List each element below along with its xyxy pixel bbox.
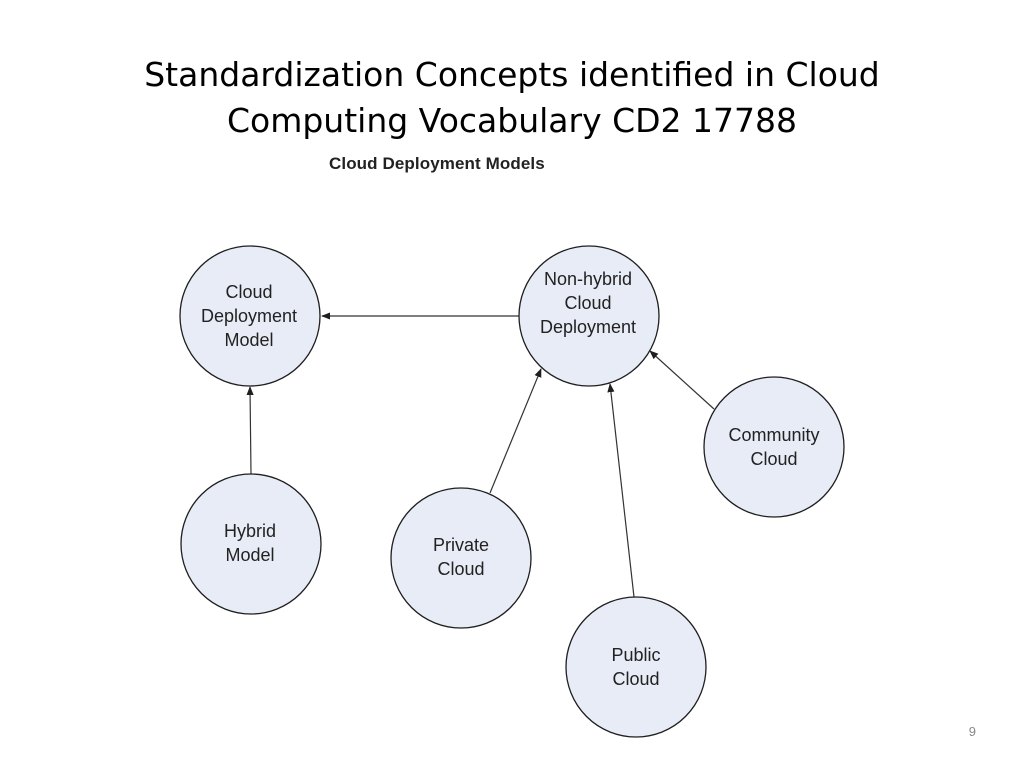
- edge-hybrid-to-cloud-deployment-model: [246, 386, 254, 475]
- slide-title: Standardization Concepts identified in C…: [112, 52, 912, 144]
- node-label-line: Cloud: [750, 449, 797, 469]
- node-non-hybrid-cloud-deployment: Non-hybrid Cloud Deployment: [518, 245, 660, 387]
- diagram-edges: [246, 312, 715, 598]
- node-label-line: Public: [611, 645, 660, 665]
- edge-community-to-nonhybrid: [649, 350, 715, 410]
- edge-public-to-nonhybrid: [607, 383, 635, 598]
- node-public-cloud-circle: [565, 596, 707, 738]
- diagram-heading: Cloud Deployment Models: [329, 154, 545, 173]
- node-private-cloud: Private Cloud: [390, 487, 532, 629]
- node-label-line: Cloud: [437, 559, 484, 579]
- node-label-line: Cloud: [564, 293, 611, 313]
- node-label-line: Hybrid: [224, 521, 276, 541]
- node-label-line: Model: [225, 545, 274, 565]
- node-label-line: Private: [433, 535, 489, 555]
- node-non-hybrid-cloud-deployment-circle: [518, 245, 660, 387]
- node-label-line: Deployment: [540, 317, 636, 337]
- node-cloud-deployment-model-circle: [179, 245, 321, 387]
- node-hybrid-model-circle: [180, 473, 322, 615]
- edge-private-to-nonhybrid: [489, 368, 542, 494]
- page-number: 9: [968, 724, 976, 739]
- node-community-cloud: Community Cloud: [703, 376, 845, 518]
- node-label-line: Deployment: [201, 306, 297, 326]
- node-label-line: Non-hybrid: [544, 269, 632, 289]
- slide-title-line-2: Computing Vocabulary CD2 17788: [226, 101, 798, 140]
- node-cloud-deployment-model: Cloud Deployment Model: [179, 245, 321, 387]
- node-label-line: Community: [728, 425, 819, 445]
- node-private-cloud-circle: [390, 487, 532, 629]
- node-label-line: Model: [224, 330, 273, 350]
- node-hybrid-model: Hybrid Model: [180, 473, 322, 615]
- node-public-cloud: Public Cloud: [565, 596, 707, 738]
- node-label-line: Cloud: [612, 669, 659, 689]
- slide-title-line-1: Standardization Concepts identified in C…: [144, 55, 880, 94]
- node-community-cloud-circle: [703, 376, 845, 518]
- node-label-line: Cloud: [225, 282, 272, 302]
